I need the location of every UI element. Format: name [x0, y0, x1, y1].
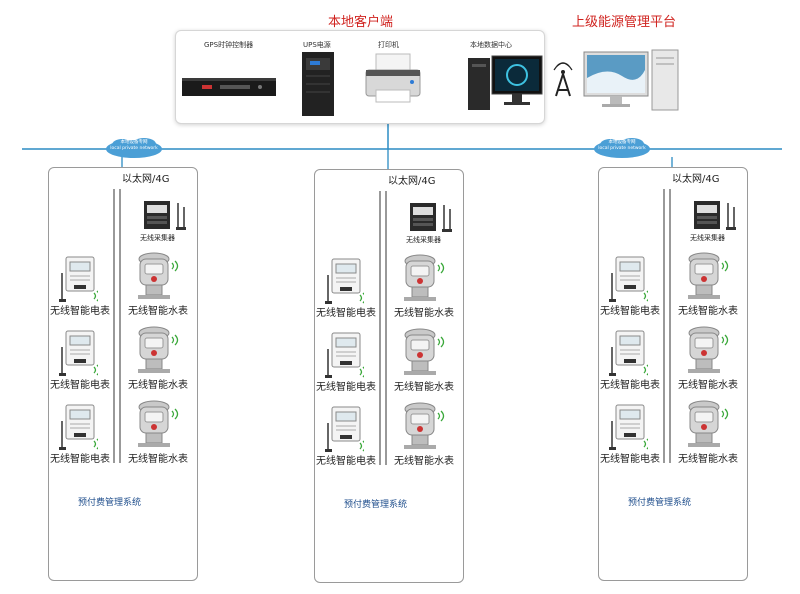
cloud-label-line1: 本地设备专网: [120, 140, 148, 145]
network-cloud-icon-2: [594, 138, 650, 158]
water-meter-label: 无线智能水表: [678, 380, 738, 391]
prepaid-system-label: 预付费管理系统: [78, 498, 142, 508]
wireless-collector-label: 无线采集器: [690, 234, 725, 242]
wireless-collector-icon: [690, 197, 740, 237]
electric-meter-icon: [58, 255, 101, 307]
network-cloud-icon-1: [106, 138, 162, 158]
water-meter-label: 无线智能水表: [128, 380, 188, 391]
electric-meter-label: 无线智能电表: [600, 380, 660, 391]
group-panel-1: [48, 167, 198, 581]
cloud-label-line2: local private network: [598, 146, 646, 151]
electric-meter-icon: [58, 329, 101, 381]
electric-meter-icon: [608, 255, 651, 307]
prepaid-system-label: 预付费管理系统: [628, 498, 692, 508]
wireless-collector-label: 无线采集器: [140, 234, 175, 242]
water-meter-label: 无线智能水表: [394, 456, 454, 467]
group-panel-3: [598, 167, 748, 581]
water-meter-label: 无线智能水表: [678, 306, 738, 317]
electric-meter-label: 无线智能电表: [50, 306, 110, 317]
electric-meter-icon: [324, 405, 367, 457]
water-meter-icon: [684, 251, 730, 305]
device-label-ups: UPS电源: [303, 41, 331, 49]
electric-meter-label: 无线智能电表: [600, 306, 660, 317]
wireless-collector-icon: [406, 199, 456, 239]
network-cloud-label-2: 本地设备专网 local private network: [596, 140, 648, 152]
gps-clock-icon: [182, 78, 276, 96]
ethernet-4g-label: 以太网/4G: [388, 176, 436, 187]
prepaid-system-label: 预付费管理系统: [344, 500, 408, 510]
antenna-signal-icon: [553, 62, 573, 97]
electric-meter-icon: [324, 331, 367, 383]
water-meter-icon: [400, 401, 446, 455]
platform-computer-icon: [583, 49, 679, 111]
client-title: 本地客户端: [328, 15, 394, 30]
group-divider-lines: [379, 191, 387, 465]
data-center-icon: [468, 55, 543, 110]
device-label-printer: 打印机: [378, 41, 399, 49]
wireless-collector-icon: [140, 197, 190, 237]
water-meter-label: 无线智能水表: [394, 382, 454, 393]
ups-icon: [302, 52, 334, 116]
group-divider-lines: [113, 189, 121, 463]
ethernet-4g-label: 以太网/4G: [672, 174, 720, 185]
group-divider-lines: [663, 189, 671, 463]
electric-meter-icon: [608, 403, 651, 455]
network-cloud-label-1: 本地设备专网 local private network: [108, 140, 160, 152]
water-meter-label: 无线智能水表: [128, 306, 188, 317]
printer-icon: [365, 53, 421, 103]
electric-meter-label: 无线智能电表: [316, 308, 376, 319]
electric-meter-icon: [608, 329, 651, 381]
cloud-label-line2: local private network: [110, 146, 158, 151]
water-meter-label: 无线智能水表: [394, 308, 454, 319]
electric-meter-label: 无线智能电表: [600, 454, 660, 465]
electric-meter-label: 无线智能电表: [316, 382, 376, 393]
water-meter-icon: [134, 251, 180, 305]
water-meter-icon: [684, 399, 730, 453]
group-panel-2: [314, 169, 464, 583]
wireless-collector-label: 无线采集器: [406, 236, 441, 244]
platform-title: 上级能源管理平台: [572, 15, 677, 30]
water-meter-label: 无线智能水表: [128, 454, 188, 465]
water-meter-icon: [134, 325, 180, 379]
water-meter-icon: [400, 327, 446, 381]
electric-meter-icon: [58, 403, 101, 455]
cloud-label-line1: 本地设备专网: [608, 140, 636, 145]
water-meter-icon: [134, 399, 180, 453]
electric-meter-label: 无线智能电表: [316, 456, 376, 467]
electric-meter-icon: [324, 257, 367, 309]
water-meter-icon: [400, 253, 446, 307]
device-label-datacenter: 本地数据中心: [470, 41, 512, 49]
ethernet-4g-label: 以太网/4G: [122, 174, 170, 185]
electric-meter-label: 无线智能电表: [50, 380, 110, 391]
electric-meter-label: 无线智能电表: [50, 454, 110, 465]
water-meter-label: 无线智能水表: [678, 454, 738, 465]
water-meter-icon: [684, 325, 730, 379]
device-label-gps: GPS时钟控制器: [204, 41, 254, 49]
